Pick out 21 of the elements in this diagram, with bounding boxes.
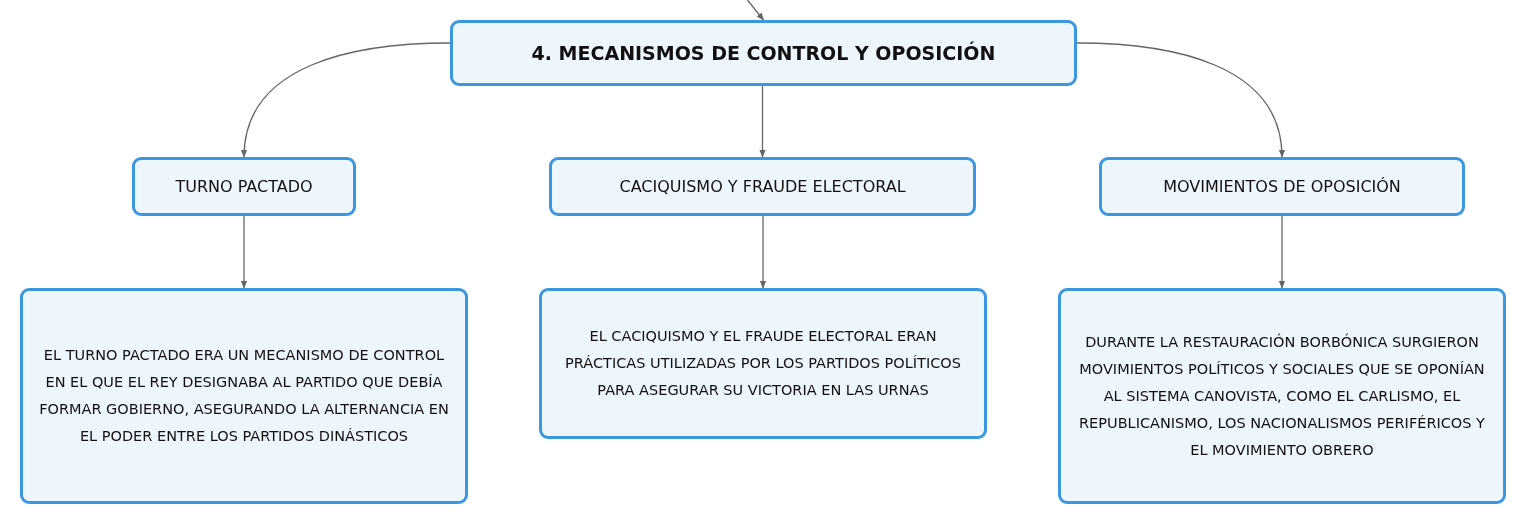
connector-arrow <box>746 0 765 21</box>
description-box <box>1058 288 1506 504</box>
description-box <box>539 288 987 439</box>
description-text: DURANTE LA RESTAURACIÓN BORBÓNICA SURGIERON MOVIMIENTOS POLÍTICOS Y SOCIALES QUE SE OPONÍAN AL SISTEMA CANOVISTA, COMO EL CARLISMO, EL REPUBLICANISMO, LOS NACIONALISMOS PERIFÉRICOS Y EL MOVIMIENTO OBRERO <box>1078 332 1486 460</box>
topic-label: CACIQUISMO Y FRAUDE ELECTORAL <box>619 177 906 196</box>
subtopic-box <box>1099 157 1465 216</box>
connector-arrow <box>241 42 451 158</box>
description-text: EL CACIQUISMO Y EL FRAUDE ELECTORAL ERAN PRÁCTICAS UTILIZADAS POR LOS PARTIDOS POLÍTICOS PARA ASEGURAR SU VICTORIA EN LAS URNAS <box>564 327 962 400</box>
topic-box <box>450 20 1077 86</box>
connector-arrow <box>240 215 248 289</box>
topic-label: MOVIMIENTOS DE OPOSICIÓN <box>1163 177 1401 196</box>
connector-arrow <box>759 85 766 158</box>
topic-label: TURNO PACTADO <box>175 177 313 196</box>
subtopic-box <box>549 157 976 216</box>
connector-arrow <box>759 215 767 289</box>
subtopic-box <box>132 157 356 216</box>
description-text: EL TURNO PACTADO ERA UN MECANISMO DE CONTROL EN EL QUE EL REY DESIGNABA AL PARTIDO QUE DEBÍA FORMAR GOBIERNO, ASEGURANDO LA ALTERNANCIA EN EL PODER ENTRE LOS PARTIDOS DINÁSTICOS <box>38 346 450 446</box>
connector-arrow <box>1278 215 1286 289</box>
connector-arrow <box>1076 42 1285 158</box>
description-box <box>20 288 468 504</box>
topic-label: 4. MECANISMOS DE CONTROL Y OPOSICIÓN <box>531 42 996 64</box>
